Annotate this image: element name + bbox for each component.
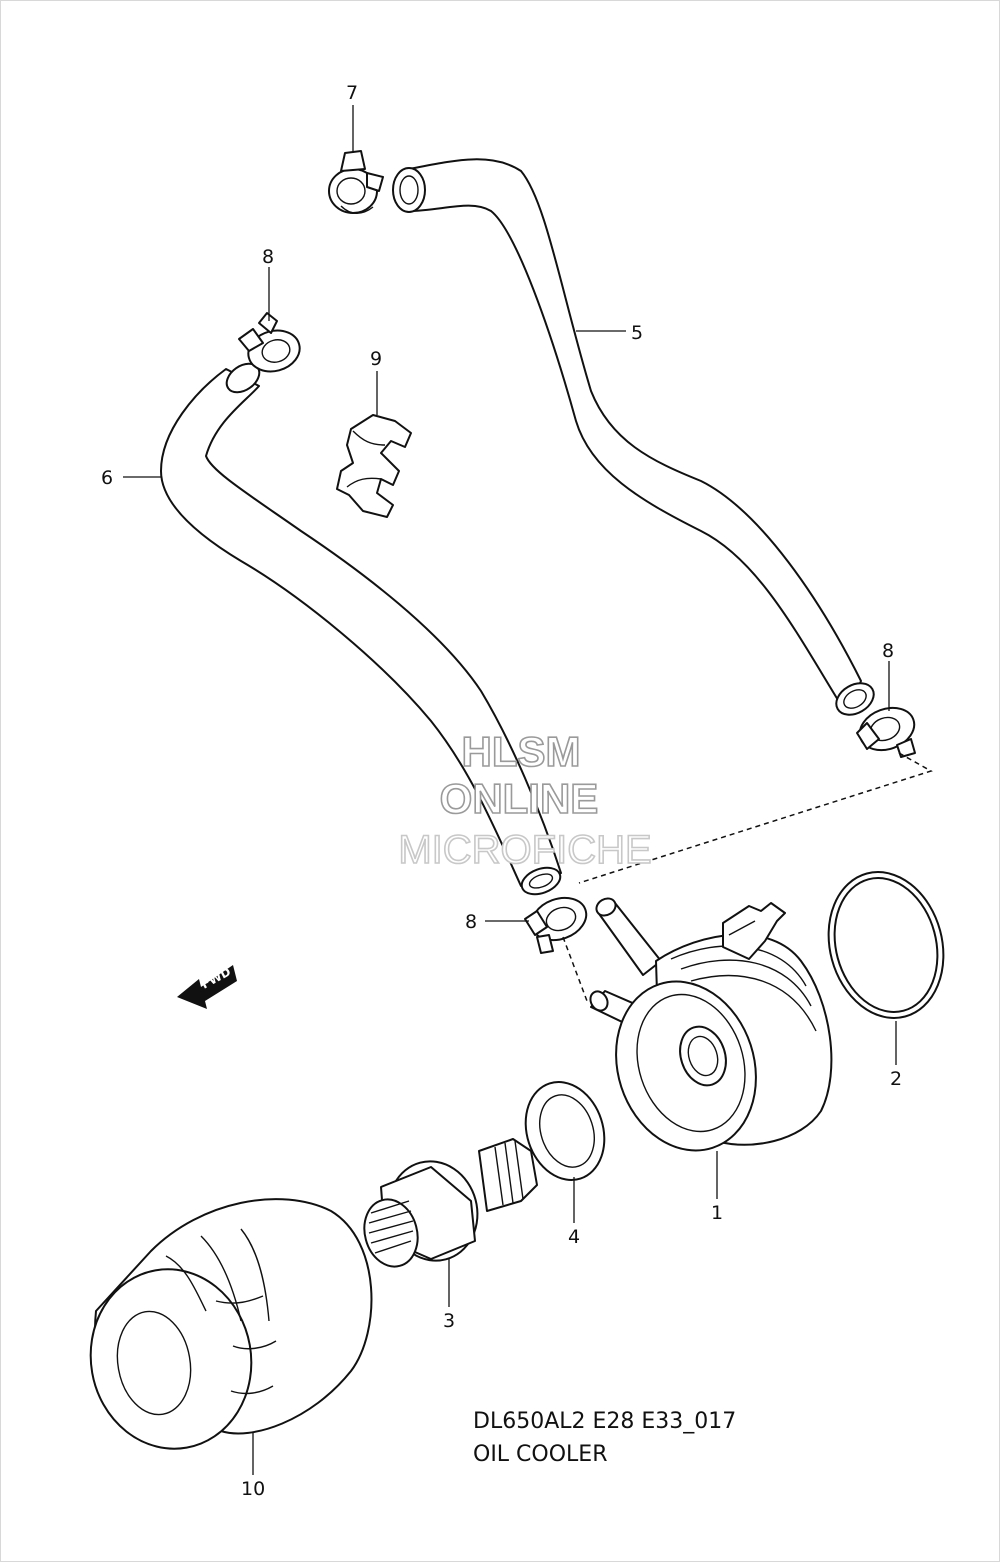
watermark: HLSM ONLINE MICROFICHE — [398, 727, 653, 873]
callout-2: 2 — [890, 1068, 902, 1090]
callout-8-lower: 8 — [465, 911, 477, 933]
hose-clamp-part-7[interactable] — [328, 150, 384, 214]
oil-cooler-part-1[interactable] — [587, 895, 833, 1169]
callout-labels: 7 8 9 6 5 8 8 1 2 4 3 10 — [101, 82, 902, 1500]
hose-part-5[interactable] — [392, 158, 879, 721]
watermark-line-2: ONLINE — [440, 775, 599, 822]
arrow-left-icon — [177, 965, 237, 1009]
callout-10: 10 — [241, 1478, 265, 1500]
callout-7: 7 — [346, 82, 358, 104]
callout-6: 6 — [101, 467, 113, 489]
callout-8-right: 8 — [882, 640, 894, 662]
o-ring-part-2[interactable] — [813, 859, 959, 1031]
callout-5: 5 — [631, 322, 643, 344]
gasket-part-4[interactable] — [513, 1072, 616, 1191]
callout-leader-lines — [123, 105, 897, 1475]
callout-3: 3 — [443, 1310, 455, 1332]
hose-clip-part-9[interactable] — [336, 414, 412, 518]
oil-filter-part-10[interactable] — [77, 1198, 373, 1461]
diagram-caption: DL650AL2 E28 E33_017 OIL COOLER — [473, 1409, 736, 1467]
hose-clamp-part-8-right[interactable] — [854, 701, 920, 758]
callout-8-upper: 8 — [262, 246, 274, 268]
callout-4: 4 — [568, 1226, 580, 1248]
model-code: DL650AL2 E28 E33_017 — [473, 1409, 736, 1434]
union-bolt-part-3[interactable] — [357, 1138, 538, 1273]
hose-clamp-part-8-lower[interactable] — [524, 891, 592, 954]
callout-1: 1 — [711, 1202, 723, 1224]
hose-clamp-part-8-upper[interactable] — [238, 312, 304, 377]
forward-direction-marker: FWD — [177, 965, 237, 1009]
callout-9: 9 — [370, 348, 382, 370]
hose-routing-lines — [562, 752, 933, 1002]
watermark-line-1: HLSM — [462, 728, 581, 775]
hose-part-6[interactable] — [160, 358, 564, 899]
diagram-title: OIL COOLER — [473, 1442, 608, 1467]
watermark-line-3: MICROFICHE — [398, 828, 651, 872]
